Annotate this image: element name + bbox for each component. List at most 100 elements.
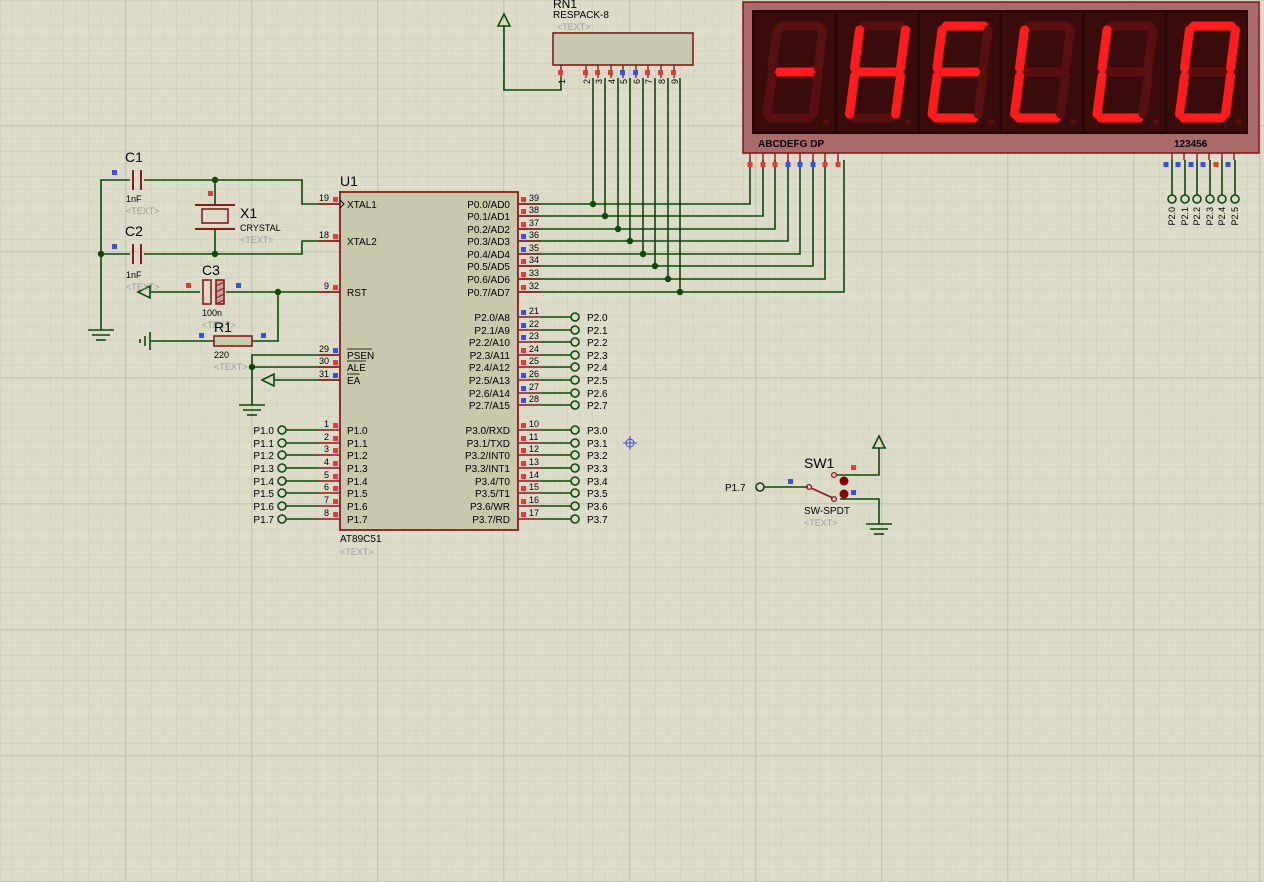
- net-terminal[interactable]: [1230, 194, 1240, 204]
- net-terminal[interactable]: [570, 501, 580, 511]
- display-pin-state: [1213, 162, 1219, 167]
- net-terminal[interactable]: [1217, 194, 1227, 204]
- rn1-pin-state: [633, 70, 638, 75]
- capacitor-c1[interactable]: C1 1nF <TEXT>: [112, 149, 160, 216]
- net-terminal-label: P2.2: [1192, 207, 1202, 226]
- p3-terminals: P3.0P3.1P3.2P3.3P3.4P3.5P3.6P3.7: [541, 425, 608, 526]
- segment-f: [1097, 25, 1112, 73]
- net-terminal[interactable]: [1192, 194, 1202, 204]
- net-terminal-label: P1.3: [253, 464, 274, 475]
- net-terminal[interactable]: [570, 463, 580, 473]
- net-terminal[interactable]: [570, 388, 580, 398]
- u1-pin-number: 9: [324, 281, 329, 291]
- net-terminal[interactable]: [277, 476, 287, 486]
- net-terminal[interactable]: [277, 425, 287, 435]
- u1-pin-name: P0.7/AD7: [467, 288, 510, 299]
- net-terminal[interactable]: [277, 488, 287, 498]
- u1-pin-name: XTAL1: [347, 200, 377, 211]
- sw1-input-terminal[interactable]: [755, 482, 765, 492]
- u1-pin-state: [521, 259, 526, 264]
- u1-pin-state: [333, 499, 338, 504]
- sw1-input-label: P1.7: [725, 483, 746, 494]
- net-terminal[interactable]: [1180, 194, 1190, 204]
- net-terminal[interactable]: [570, 375, 580, 385]
- net-terminal[interactable]: [570, 514, 580, 524]
- u1-pin-number: 22: [529, 319, 539, 329]
- net-terminal[interactable]: [570, 337, 580, 347]
- resistor-r1[interactable]: R1 220 <TEXT>: [199, 319, 266, 372]
- u1-pin-state: [521, 348, 526, 353]
- net-terminal[interactable]: [1205, 194, 1215, 204]
- rn1-pin-state: [558, 70, 563, 75]
- crystal-x1[interactable]: X1 CRYSTAL <TEXT>: [195, 191, 281, 245]
- net-terminal[interactable]: [570, 350, 580, 360]
- u1-pin-name: P1.4: [347, 477, 368, 488]
- power-terminal-switch: [871, 434, 887, 449]
- net-terminal[interactable]: [277, 463, 287, 473]
- u1-pin-state: [333, 461, 338, 466]
- net-terminal[interactable]: [570, 438, 580, 448]
- u1-pin-name: P1.5: [347, 489, 368, 500]
- net-terminal[interactable]: [570, 325, 580, 335]
- segment-e: [1175, 71, 1189, 119]
- u1-pin-number: 8: [324, 508, 329, 518]
- capacitor-c3[interactable]: C3 100n <TEXT>: [186, 262, 241, 330]
- net-terminal[interactable]: [570, 488, 580, 498]
- net-terminal[interactable]: [570, 476, 580, 486]
- power-terminal-respack: [496, 12, 512, 27]
- c2-text: <TEXT>: [126, 282, 160, 292]
- net-terminal[interactable]: [570, 312, 580, 322]
- net-terminal[interactable]: [277, 501, 287, 511]
- u1-pin-number: 10: [529, 419, 539, 429]
- segment-c: [891, 71, 905, 119]
- net-terminal[interactable]: [570, 425, 580, 435]
- c3-ref: C3: [202, 262, 220, 278]
- net-terminal-label: P1.4: [253, 477, 274, 488]
- u1-pin-number: 32: [529, 281, 539, 291]
- x1-text: <TEXT>: [240, 235, 274, 245]
- segment-e: [845, 71, 859, 119]
- u1-pin-name: P1.6: [347, 502, 368, 513]
- seven-segment-display[interactable]: ABCDEFG DP 123456: [742, 1, 1260, 167]
- switch-sw1[interactable]: SW1 SW-SPDT <TEXT> P1.7: [725, 455, 856, 528]
- microcontroller-u1[interactable]: U1 AT89C51 <TEXT> 19XTAL118XTAL29RST29PS…: [318, 173, 541, 557]
- sw1-part: SW-SPDT: [804, 506, 850, 517]
- net-terminal[interactable]: [277, 438, 287, 448]
- u1-pin-number: 24: [529, 344, 539, 354]
- net-terminal-label: P2.3: [1205, 207, 1215, 226]
- u1-pin-name: P3.1/TXD: [467, 439, 510, 450]
- u1-pin-number: 7: [324, 495, 329, 505]
- rn1-pin-number: 8: [657, 79, 667, 84]
- u1-ref: U1: [340, 173, 358, 189]
- u1-pin-name: P2.7/A15: [469, 401, 511, 412]
- display-pin-state: [810, 162, 816, 167]
- net-terminal-label: P2.3: [587, 351, 608, 362]
- u1-pin-number: 29: [319, 344, 329, 354]
- net-terminal[interactable]: [570, 362, 580, 372]
- sw1-ref: SW1: [804, 455, 835, 471]
- u1-pin-state: [521, 323, 526, 328]
- display-pin-state: [772, 162, 778, 167]
- u1-pin-state: [333, 474, 338, 479]
- net-terminal[interactable]: [570, 450, 580, 460]
- cursor-crosshair-icon: [623, 436, 637, 450]
- segment-b: [896, 25, 910, 73]
- r1-text: <TEXT>: [214, 362, 248, 372]
- rn1-pin-number: 9: [670, 79, 680, 84]
- net-terminal[interactable]: [570, 400, 580, 410]
- capacitor-c2[interactable]: C2 1nF <TEXT>: [112, 223, 160, 292]
- u1-pin-number: 26: [529, 369, 539, 379]
- u1-pin-name: RST: [347, 288, 367, 299]
- segment-b: [1143, 25, 1158, 73]
- segment-e: [927, 71, 942, 119]
- net-terminal[interactable]: [277, 450, 287, 460]
- c3-text: <TEXT>: [202, 320, 236, 330]
- u1-pin-number: 4: [324, 457, 329, 467]
- u1-pin-name: P1.1: [347, 439, 368, 450]
- net-terminal[interactable]: [277, 514, 287, 524]
- net-terminal[interactable]: [1167, 194, 1177, 204]
- u1-pin-state: [521, 335, 526, 340]
- u1-pin-name: P1.2: [347, 451, 368, 462]
